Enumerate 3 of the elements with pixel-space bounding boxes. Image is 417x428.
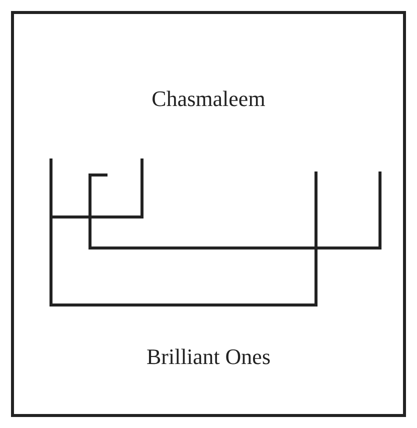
caption-text: Brilliant Ones (146, 344, 271, 369)
framed-panel (11, 11, 406, 417)
heading-text: Chasmaleem (152, 86, 266, 111)
